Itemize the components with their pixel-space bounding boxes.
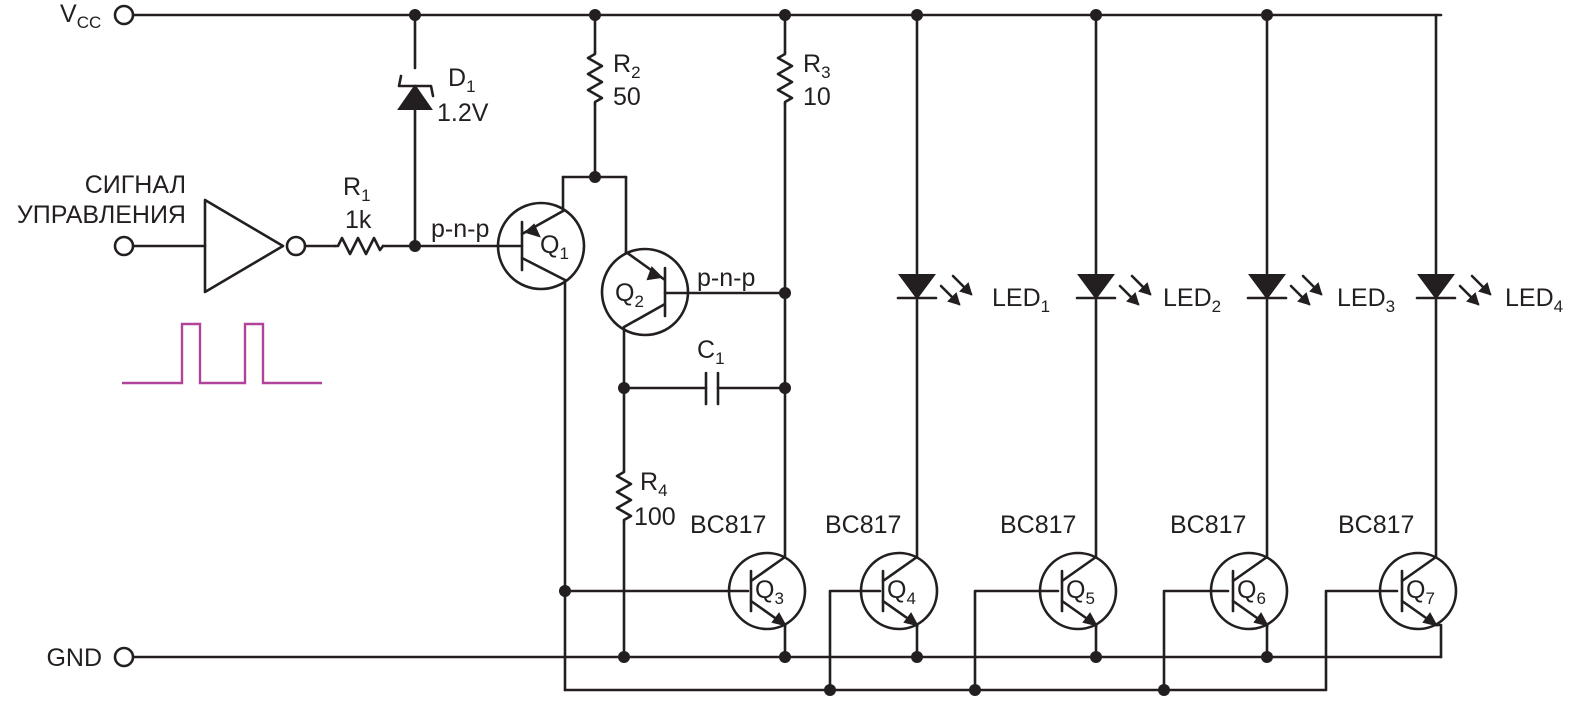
q7-name: Q7	[1406, 576, 1435, 608]
led-3	[1246, 273, 1323, 306]
q1-type: p-n-p	[431, 215, 489, 243]
q2-name: Q2	[615, 279, 644, 311]
resistor-r3	[776, 50, 794, 106]
vcc-label: VCC	[60, 0, 101, 32]
d1-name: D1	[448, 64, 476, 96]
r1-name: R1	[343, 173, 371, 205]
gnd-label: GND	[46, 644, 102, 672]
transistor-q1	[496, 201, 586, 291]
resistor-r2	[586, 50, 604, 106]
led3-label: LED3	[1337, 284, 1395, 316]
q3-part: BC817	[690, 511, 766, 539]
q6-part: BC817	[1170, 511, 1246, 539]
r2-value: 50	[613, 83, 641, 111]
r4-name: R4	[640, 468, 668, 500]
led1-label: LED1	[992, 284, 1050, 316]
control-input-terminal	[113, 235, 135, 257]
control-label-line2: УПРАВЛЕНИЯ	[17, 201, 186, 229]
inverter-gate	[203, 198, 307, 294]
q5-name: Q5	[1066, 576, 1095, 608]
r2-name: R2	[613, 50, 641, 82]
q2-type: p-n-p	[697, 264, 755, 292]
resistor-r1	[333, 236, 385, 256]
r3-value: 10	[803, 83, 831, 111]
q4-part: BC817	[825, 511, 901, 539]
q7-part: BC817	[1338, 511, 1414, 539]
gnd-terminal	[113, 646, 135, 668]
transistor-q2	[600, 247, 690, 337]
q4-name: Q4	[887, 576, 916, 608]
led2-label: LED2	[1163, 284, 1221, 316]
zener-diode-d1	[397, 74, 435, 110]
led-2	[1075, 273, 1152, 306]
q1-name: Q1	[540, 231, 569, 263]
control-pulse-waveform	[122, 322, 322, 385]
resistor-r4	[615, 468, 633, 524]
led-1	[896, 273, 973, 306]
r4-value: 100	[634, 503, 676, 531]
led-4	[1415, 273, 1492, 306]
r1-value: 1k	[345, 206, 372, 234]
led4-label: LED4	[1505, 284, 1563, 316]
junction-dots	[409, 9, 1273, 696]
d1-value: 1.2V	[437, 99, 489, 127]
q3-name: Q3	[755, 576, 784, 608]
control-label-line1: СИГНАЛ	[85, 171, 186, 199]
r3-name: R3	[803, 50, 831, 82]
vcc-terminal	[113, 4, 135, 26]
capacitor-c1	[704, 371, 720, 406]
c1-name: C1	[697, 336, 725, 368]
q5-part: BC817	[1000, 511, 1076, 539]
q6-name: Q6	[1237, 576, 1266, 608]
